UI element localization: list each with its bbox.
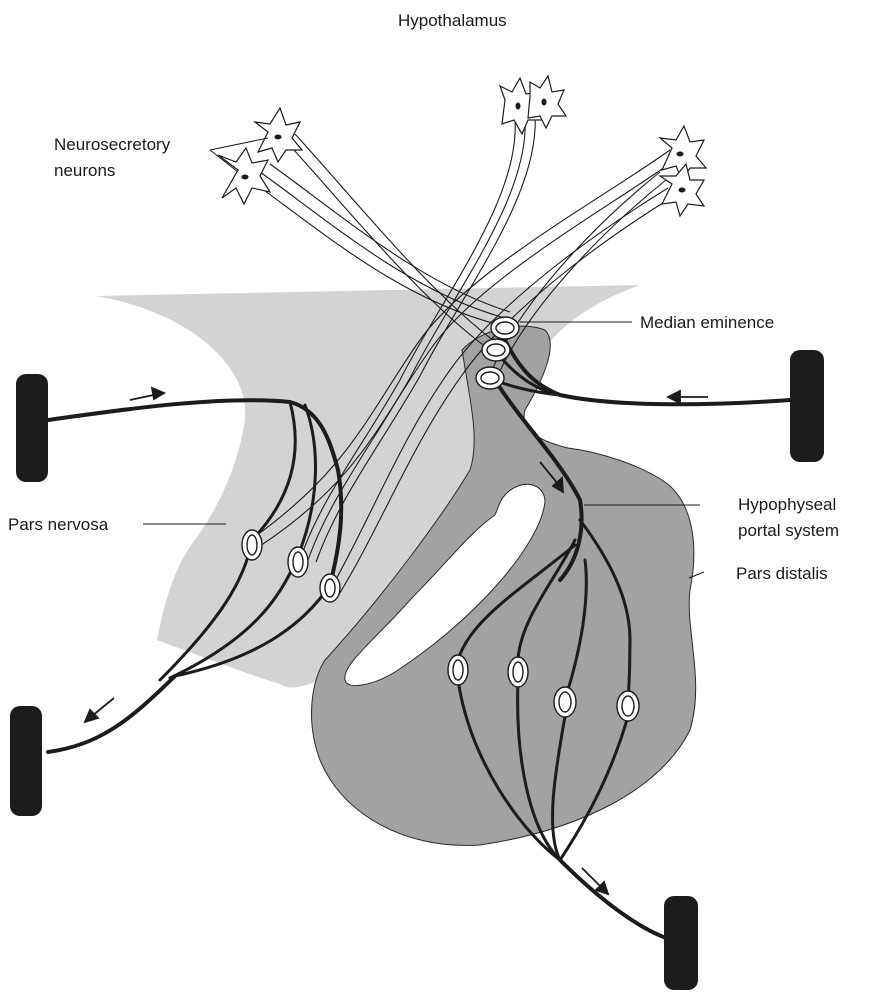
arrow-down-right-outflow: [582, 868, 608, 894]
arrow-down-left-outflow: [85, 698, 114, 722]
loop-me-2: [482, 339, 510, 361]
artery-stump-right: [790, 350, 824, 462]
label-neurosecretory-1: Neurosecretory: [54, 135, 171, 154]
label-median-eminence: Median eminence: [640, 313, 774, 332]
label-pars-nervosa: Pars nervosa: [8, 515, 109, 534]
loop-pn-3: [320, 574, 340, 602]
label-hypophyseal-2: portal system: [738, 521, 839, 540]
arrow-left-inflow-right: [668, 391, 708, 403]
neuron-nuclei: [242, 99, 686, 193]
label-hypophyseal-1: Hypophyseal: [738, 495, 836, 514]
label-hypothalamus: Hypothalamus: [398, 11, 507, 30]
label-neurosecretory-2: neurons: [54, 161, 115, 180]
vein-stump-lower-left: [10, 706, 42, 816]
loop-me-1: [491, 317, 519, 339]
arrow-right-inflow-left: [130, 388, 164, 400]
artery-stump-upper-left: [16, 374, 48, 482]
label-pars-distalis: Pars distalis: [736, 564, 828, 583]
loop-me-3: [476, 367, 504, 389]
vein-stump-lower-right: [664, 896, 698, 990]
